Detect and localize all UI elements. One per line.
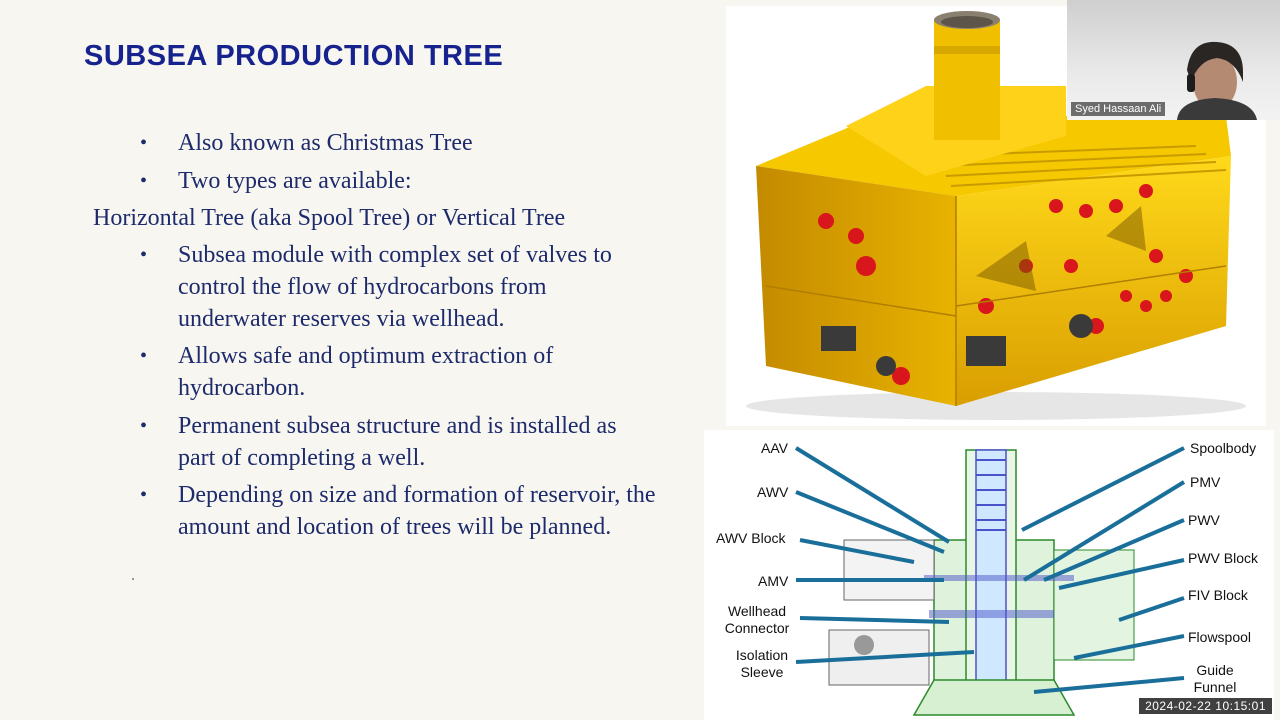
bullet-item: Two types are available: <box>178 168 412 194</box>
label-spoolbody: Spoolbody <box>1190 440 1257 456</box>
tree-cross-section-diagram: AAV AWV AWV Block AMV Wellhead Connector… <box>704 430 1274 720</box>
webcam-video-tile[interactable]: Syed Hassaan Ali <box>1067 0 1280 120</box>
label-flowspool: Flowspool <box>1188 629 1252 645</box>
label-pwv: PWV <box>1188 512 1220 528</box>
label-amv: AMV <box>758 573 789 589</box>
label-isolation-sleeve: Isolation Sleeve <box>735 647 789 680</box>
stray-dot <box>132 578 134 580</box>
bullet-glyph: • <box>140 132 148 154</box>
bullet-glyph: • <box>140 484 148 506</box>
label-fiv-block: FIV Block <box>1188 587 1248 603</box>
bullet-glyph: • <box>140 415 148 437</box>
bullet-item: Depending on size and formation of reser… <box>178 482 656 540</box>
bullet-glyph: • <box>140 244 148 266</box>
label-pwv-block: PWV Block <box>1188 550 1259 566</box>
subsea-tree-illustration <box>746 11 1246 420</box>
recording-timestamp: 2024-02-22 10:15:01 <box>1139 698 1272 714</box>
bullet-item: Allows safe and optimum extraction of hy… <box>178 343 554 401</box>
label-pmv: PMV <box>1190 474 1221 490</box>
bullet-glyph: • <box>140 170 148 192</box>
label-wellhead-connector: Wellhead Connector <box>724 603 790 636</box>
label-awv: AWV <box>757 484 789 500</box>
label-aav: AAV <box>761 440 788 456</box>
participant-name: Syed Hassaan Ali <box>1071 102 1166 116</box>
bullet-item: Also known as Christmas Tree <box>178 130 473 156</box>
bullet-glyph: • <box>140 345 148 367</box>
cross-section-drawing <box>794 446 1186 716</box>
bullet-item: Subsea module with complex set of valves… <box>178 242 612 332</box>
slide-title: SUBSEA PRODUCTION TREE <box>84 40 504 72</box>
label-guide-funnel: Guide Funnel <box>1193 662 1237 695</box>
presenter-avatar-icon <box>1177 41 1257 120</box>
label-awv-block: AWV Block <box>716 530 786 546</box>
tree-types-line: Horizontal Tree (aka Spool Tree) or Vert… <box>93 205 566 231</box>
bullet-item: Permanent subsea structure and is instal… <box>178 413 617 471</box>
